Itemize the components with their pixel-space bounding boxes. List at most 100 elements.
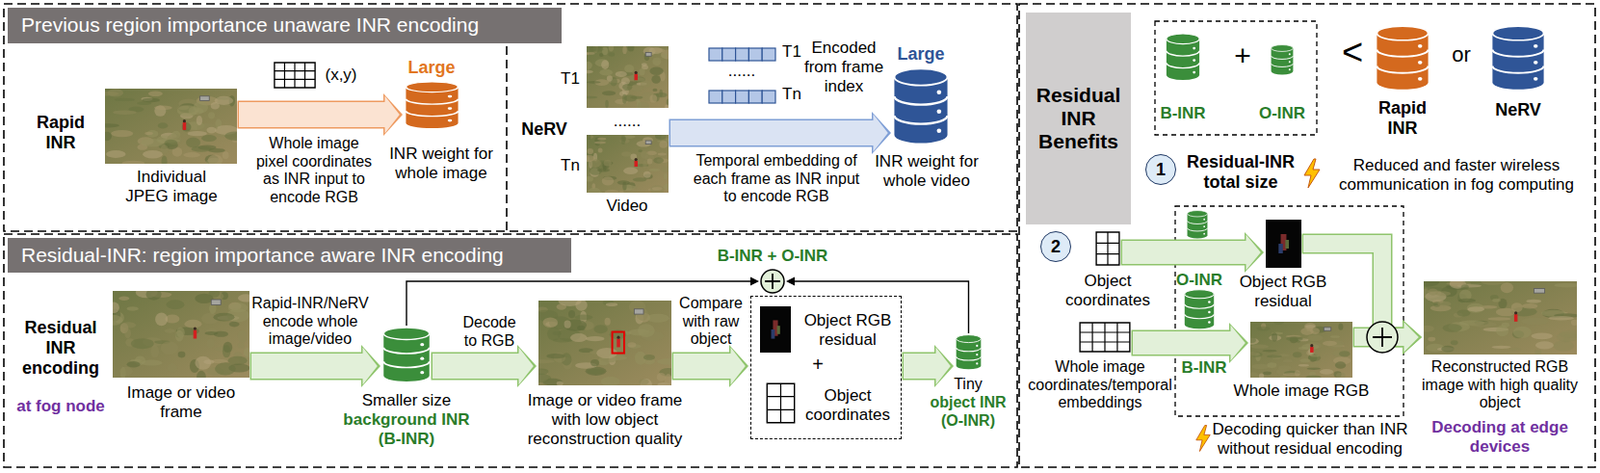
grass-patch xyxy=(604,317,611,326)
database-icon xyxy=(956,335,982,370)
database-icon xyxy=(1271,45,1294,76)
grass-patch xyxy=(1468,321,1496,328)
grass-patch xyxy=(663,183,669,190)
manhole xyxy=(210,299,221,305)
node-text: Individual JPEG image xyxy=(113,167,230,207)
shape-drawing xyxy=(760,268,786,294)
location-label: Decoding at edge devices xyxy=(1422,418,1577,457)
grass-patch xyxy=(1487,316,1511,320)
grass-patch xyxy=(182,122,192,132)
grass-patch xyxy=(622,182,627,191)
benefit-note: Decoding quicker than INR without residu… xyxy=(1199,419,1421,459)
photo-illustration xyxy=(112,290,250,378)
person xyxy=(634,160,639,167)
arrow-body xyxy=(673,353,733,379)
photo-ground xyxy=(112,290,250,378)
grass-patch xyxy=(586,368,605,374)
grass-patch xyxy=(585,336,604,341)
node-text: Image or video frame with low object rec… xyxy=(521,391,690,449)
grass-patch xyxy=(1437,301,1451,308)
grass-patch xyxy=(593,324,607,334)
arrow-label: Compare with raw object xyxy=(671,294,751,349)
grass-patch xyxy=(1492,298,1501,303)
grass-patch xyxy=(538,373,551,383)
grass-patch xyxy=(649,67,663,76)
node-text: Residual INR Benefits xyxy=(1029,83,1128,154)
grass-patch xyxy=(649,168,660,172)
arrow-head xyxy=(385,96,400,134)
section-banner: Residual-INR: region importance aware IN… xyxy=(7,237,572,273)
photo-illustration xyxy=(1250,321,1353,378)
grass-patch xyxy=(118,296,130,301)
node-text: Object RGB residual xyxy=(1234,272,1332,312)
frame-label: T1 xyxy=(777,42,807,62)
grass-patch xyxy=(191,146,212,153)
photo-ground xyxy=(586,46,669,108)
grass-patch xyxy=(622,83,632,91)
grass-patch xyxy=(146,290,162,301)
node-text: Whole image RGB xyxy=(1229,381,1374,401)
row-label: Rapid INR xyxy=(26,112,96,154)
grass-patch xyxy=(602,90,616,96)
database-icon xyxy=(383,327,430,382)
grass-patch xyxy=(155,313,168,327)
person xyxy=(616,339,621,348)
flow-arrow xyxy=(1121,232,1265,273)
grass-patch xyxy=(188,106,198,116)
grass-patch xyxy=(1250,351,1260,356)
photo-ground xyxy=(1250,321,1353,378)
arrow-head xyxy=(786,277,795,287)
grass-patch xyxy=(148,90,163,97)
person-head xyxy=(616,336,620,340)
photo-frame: Whole image RGB xyxy=(1250,321,1353,378)
grass-patch xyxy=(642,159,647,169)
grass-patch xyxy=(1495,324,1509,337)
person xyxy=(1310,346,1314,353)
grass-patch xyxy=(1534,349,1542,355)
grass-patch xyxy=(121,321,136,328)
grass-patch xyxy=(652,186,663,191)
database-icon xyxy=(1166,33,1200,80)
grass-patch xyxy=(1513,326,1532,339)
node-text: Image or video frame xyxy=(118,383,244,422)
arrow-label: B-INR xyxy=(1170,358,1238,378)
object-box xyxy=(612,332,625,354)
grass-patch xyxy=(1285,336,1304,341)
grass-patch xyxy=(167,363,178,372)
panel-border xyxy=(1019,3,1596,468)
grass-patch xyxy=(110,130,133,137)
arrow-head xyxy=(1229,322,1249,364)
node-text: O-INR xyxy=(1248,104,1316,124)
grass-patch xyxy=(1491,345,1511,349)
node-text: Video xyxy=(588,196,666,216)
grass-patch xyxy=(640,79,652,88)
grass-patch xyxy=(1294,369,1301,376)
grass-patch xyxy=(1283,359,1293,363)
grass-patch xyxy=(1292,351,1303,358)
grass-patch xyxy=(1252,364,1270,370)
database-icon xyxy=(1376,26,1428,90)
grass-patch xyxy=(1480,281,1505,286)
grass-patch xyxy=(655,134,662,139)
person xyxy=(193,330,198,340)
shape-drawing xyxy=(538,300,672,386)
database-icon xyxy=(1187,210,1208,239)
database-icon xyxy=(1492,26,1544,90)
node-text: Smaller size xyxy=(334,391,479,411)
grass-patch xyxy=(141,98,160,104)
arrow-body xyxy=(432,353,521,379)
grass-patch xyxy=(229,321,240,328)
arrow-label: Whole image pixel coordinates as INR inp… xyxy=(251,134,377,208)
grass-patch xyxy=(1423,325,1435,333)
grass-patch xyxy=(1449,281,1464,288)
grass-patch xyxy=(1266,362,1277,368)
arrow-head xyxy=(934,344,954,388)
grass-patch xyxy=(237,329,248,342)
grass-patch xyxy=(655,134,667,140)
grass-patch xyxy=(1307,334,1324,341)
grass-patch xyxy=(653,157,664,164)
grass-patch xyxy=(209,290,221,298)
photo-illustration xyxy=(586,46,669,108)
coordinate-grid xyxy=(766,383,794,423)
flow-arrow xyxy=(902,344,955,388)
